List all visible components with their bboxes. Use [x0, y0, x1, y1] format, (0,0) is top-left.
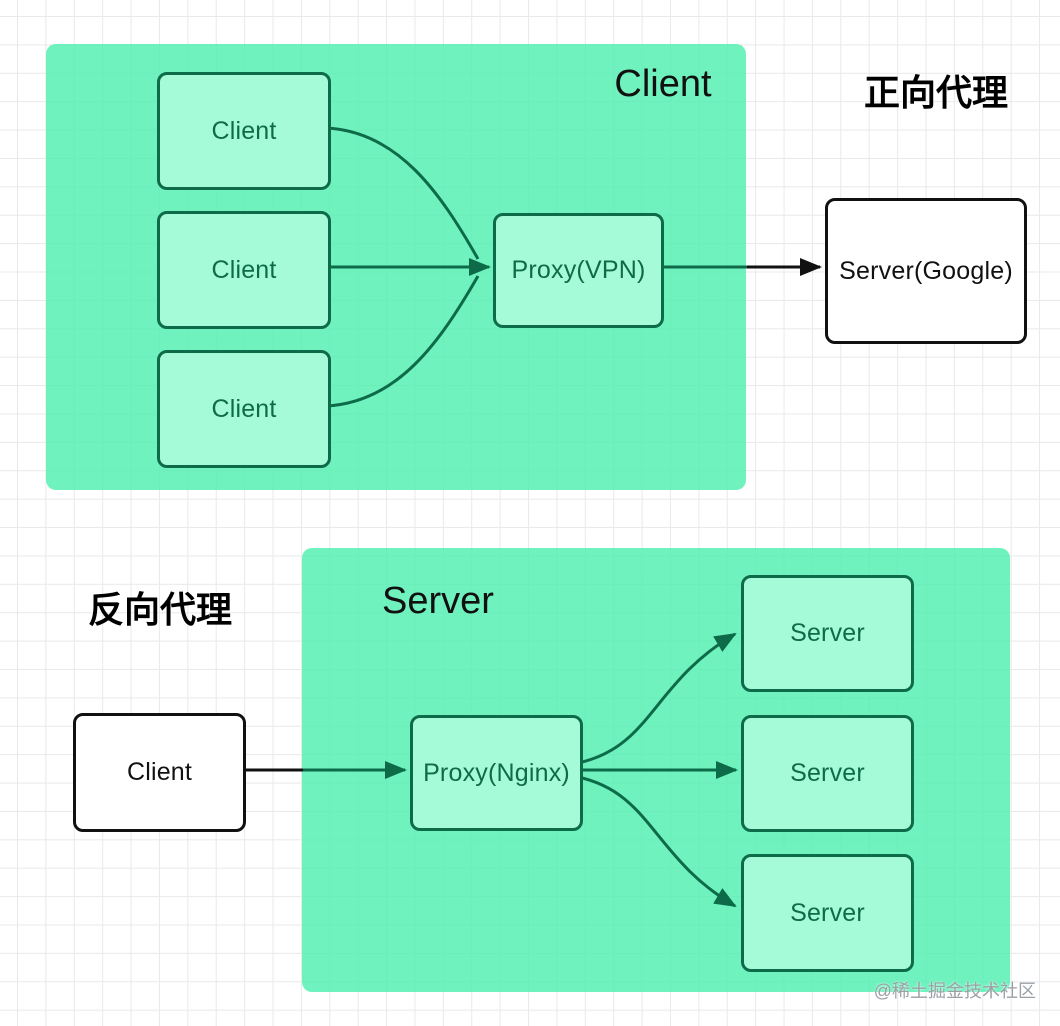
- forward-server-google-label: Server(Google): [839, 256, 1013, 285]
- forward-server-google-node: Server(Google): [825, 198, 1027, 344]
- forward-client-node-1-label: Client: [211, 116, 277, 145]
- reverse-server-node-2: Server: [741, 715, 914, 832]
- reverse-proxy-section-label: 反向代理: [87, 589, 232, 630]
- forward-client-node-3: Client: [157, 350, 331, 468]
- watermark-text: @稀土掘金技术社区: [873, 981, 1036, 1001]
- reverse-server-node-1-label: Server: [790, 619, 865, 647]
- forward-client-node-2: Client: [157, 211, 331, 329]
- forward-proxy-vpn-node: Proxy(VPN): [493, 213, 664, 328]
- reverse-server-node-2-label: Server: [790, 759, 865, 787]
- reverse-server-node-3: Server: [741, 854, 914, 972]
- forward-proxy-section-label: 正向代理: [863, 72, 1008, 113]
- forward-group-title: Client: [614, 63, 712, 105]
- reverse-proxy-nginx-label: Proxy(Nginx): [423, 758, 570, 787]
- reverse-client-node: Client: [73, 713, 246, 832]
- reverse-proxy-nginx-node: Proxy(Nginx): [410, 715, 583, 831]
- reverse-server-node-3-label: Server: [790, 898, 865, 927]
- forward-client-node-1: Client: [157, 72, 331, 190]
- reverse-client-label: Client: [126, 758, 193, 786]
- reverse-server-node-1: Server: [741, 575, 914, 692]
- forward-client-node-2-label: Client: [211, 255, 277, 284]
- reverse-group-title: Server: [382, 580, 494, 622]
- forward-client-node-3-label: Client: [211, 394, 277, 423]
- forward-proxy-vpn-label: Proxy(VPN): [511, 256, 646, 284]
